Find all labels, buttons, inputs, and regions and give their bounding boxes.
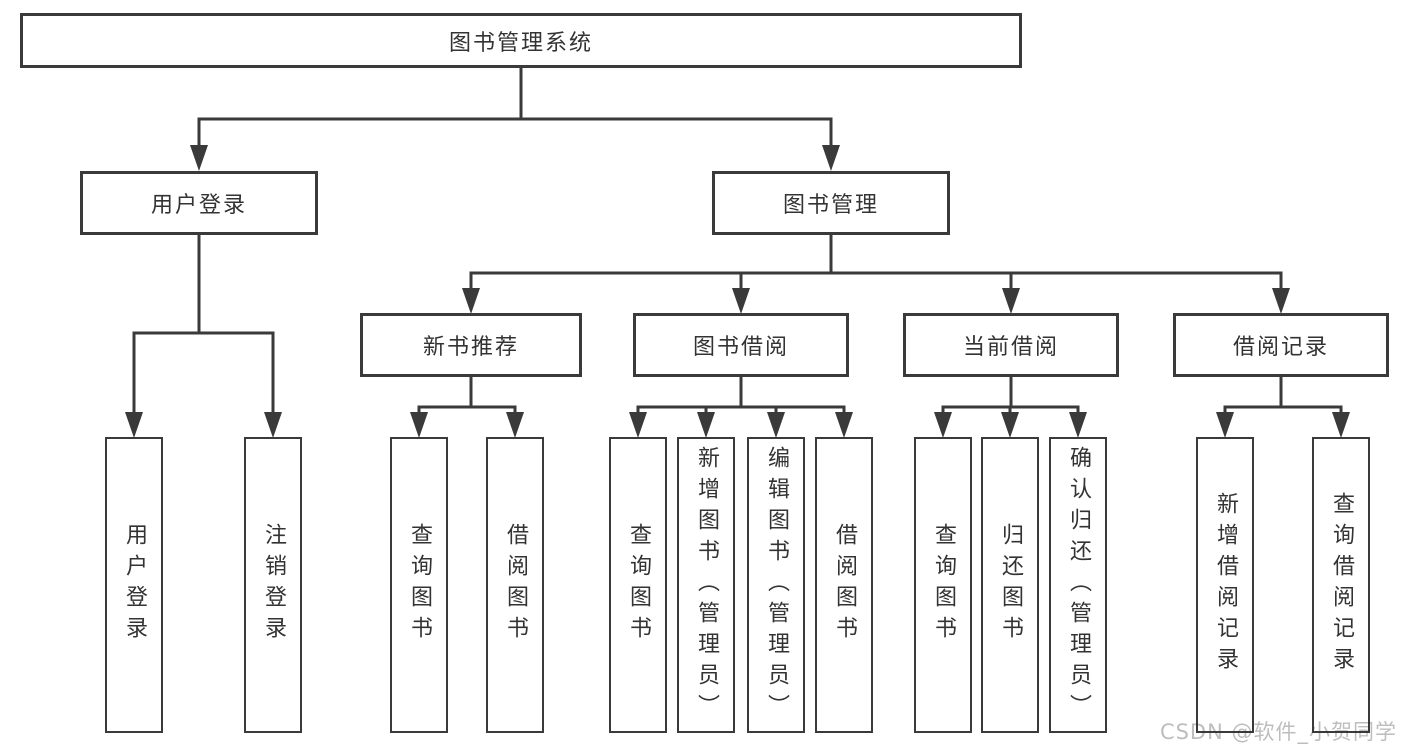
node-leaf-query-borrow-record: 查询借阅记录 [1312, 437, 1370, 733]
node-leaf-logout: 注销登录 [244, 437, 302, 733]
node-label: 查询图书 [626, 523, 651, 647]
node-label: 新增借阅记录 [1213, 492, 1238, 678]
node-leaf-add-books-admin: 新增图书（管理员） [677, 437, 735, 733]
node-label: 图书管理 [782, 193, 879, 218]
node-leaf-query-books-current: 查询图书 [914, 437, 972, 733]
node-current-borrowing: 当前借阅 [903, 313, 1119, 377]
node-label: 查询图书 [407, 523, 432, 647]
node-leaf-query-books-recommend: 查询图书 [390, 437, 448, 733]
node-label: 注销登录 [261, 523, 286, 647]
node-label: 新增图书（管理员） [694, 445, 719, 725]
node-label: 图书管理系统 [448, 30, 593, 56]
node-label: 确认归还（管理员） [1066, 445, 1091, 725]
node-leaf-borrow-books: 借阅图书 [815, 437, 873, 733]
node-label: 用户登录 [150, 193, 247, 218]
node-leaf-add-borrow-record: 新增借阅记录 [1196, 437, 1254, 733]
node-label: 当前借阅 [962, 335, 1059, 360]
node-label: 归还图书 [998, 523, 1023, 647]
node-label: 查询借阅记录 [1329, 492, 1354, 678]
node-label: 查询图书 [931, 523, 956, 647]
node-label: 借阅图书 [832, 523, 857, 647]
node-label: 新书推荐 [422, 335, 519, 360]
node-label: 编辑图书（管理员） [764, 445, 789, 725]
node-leaf-confirm-return-admin: 确认归还（管理员） [1049, 437, 1107, 733]
node-book-borrowing: 图书借阅 [633, 313, 849, 377]
node-book-management: 图书管理 [712, 171, 950, 235]
node-leaf-return-books: 归还图书 [981, 437, 1039, 733]
node-leaf-borrow-books-recommend: 借阅图书 [486, 437, 544, 733]
node-leaf-query-books-borrowing: 查询图书 [609, 437, 667, 733]
node-system-root: 图书管理系统 [20, 13, 1022, 68]
node-label: 用户登录 [122, 523, 147, 647]
node-label: 借阅图书 [503, 523, 528, 647]
node-label: 图书借阅 [692, 335, 789, 360]
node-borrowing-records: 借阅记录 [1173, 313, 1389, 377]
node-leaf-user-login: 用户登录 [105, 437, 163, 733]
node-label: 借阅记录 [1232, 335, 1329, 360]
node-user-login: 用户登录 [80, 171, 318, 235]
node-new-book-recommend: 新书推荐 [360, 313, 582, 377]
node-leaf-edit-books-admin: 编辑图书（管理员） [747, 437, 805, 733]
arrowhead-icons [125, 145, 1350, 438]
